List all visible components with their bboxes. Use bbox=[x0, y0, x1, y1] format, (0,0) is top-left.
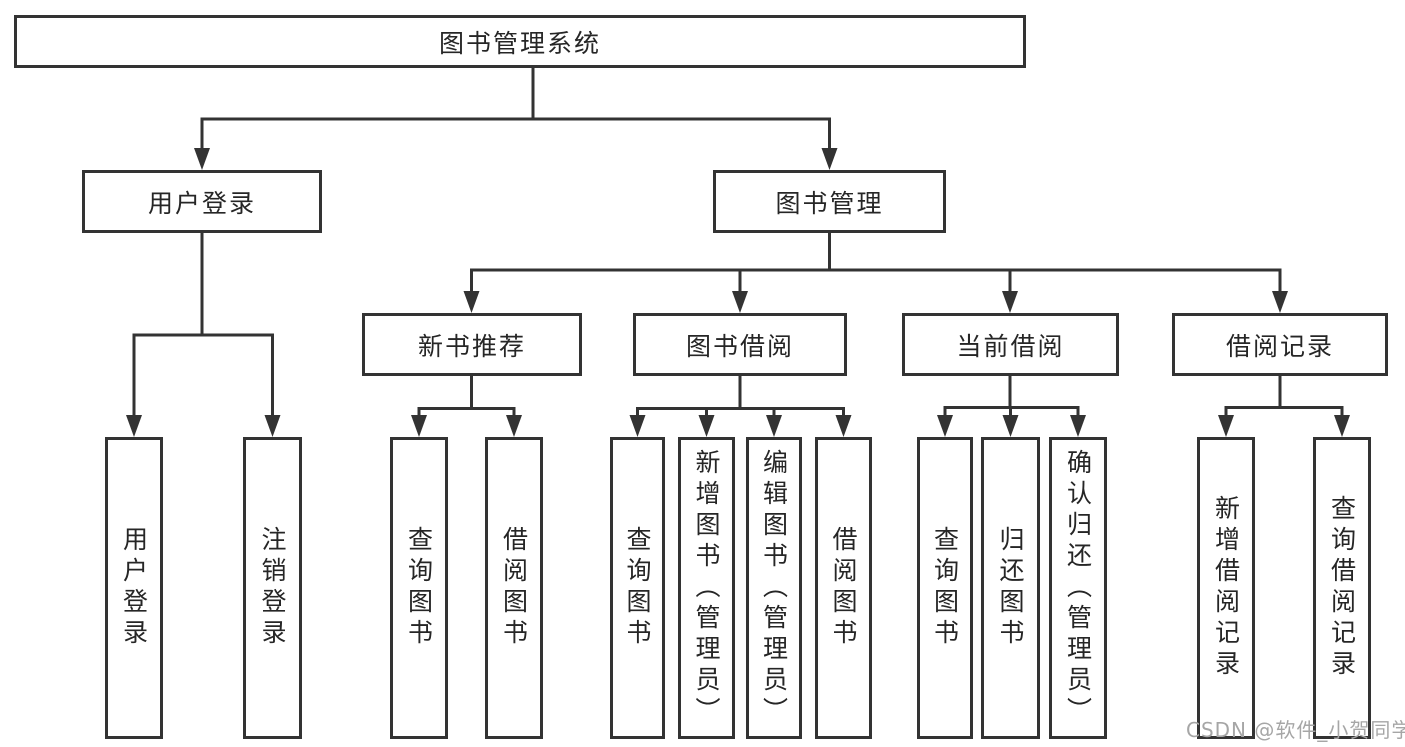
group-current-borrow: 当前借阅 bbox=[902, 313, 1119, 376]
arrow-icon bbox=[506, 415, 522, 437]
arrow-icon bbox=[264, 415, 281, 437]
arrow-icon bbox=[835, 415, 852, 437]
leaf-query-books-2: 查询图书 bbox=[610, 437, 665, 739]
group-new-book-recommend: 新书推荐 bbox=[362, 313, 582, 376]
group-borrow-records: 借阅记录 bbox=[1172, 313, 1388, 376]
connector-user-login bbox=[132, 233, 274, 421]
leaf-add-borrow-record: 新增借阅记录 bbox=[1197, 437, 1255, 739]
leaf-label: 归还图书 bbox=[996, 526, 1025, 650]
leaf-label: 查询借阅记录 bbox=[1327, 495, 1357, 681]
leaf-user-login: 用户登录 bbox=[105, 437, 163, 739]
arrow-icon bbox=[1002, 415, 1019, 437]
arrow-icon bbox=[732, 291, 748, 313]
arrow-icon bbox=[194, 148, 210, 170]
arrow-icon bbox=[937, 415, 953, 437]
leaf-confirm-return-admin: 确认归还（管理员） bbox=[1049, 437, 1107, 739]
group-label: 新书推荐 bbox=[417, 331, 526, 361]
arrow-icon bbox=[1070, 415, 1086, 437]
leaf-borrow-books-2: 借阅图书 bbox=[815, 437, 872, 739]
leaf-label: 新增图书（管理员） bbox=[692, 448, 721, 728]
arrow-icon bbox=[1334, 415, 1350, 437]
connector-current-borrow bbox=[943, 376, 1080, 421]
arrow-icon bbox=[463, 291, 480, 313]
leaf-label: 查询图书 bbox=[404, 526, 434, 650]
leaf-label: 注销登录 bbox=[258, 526, 287, 650]
connector-root bbox=[200, 68, 831, 153]
leaf-label: 借阅图书 bbox=[829, 526, 858, 650]
leaf-edit-book-admin: 编辑图书（管理员） bbox=[746, 437, 802, 739]
leaf-label: 确认归还（管理员） bbox=[1063, 448, 1093, 728]
connector-new-book-rec bbox=[417, 376, 516, 421]
group-book-borrow: 图书借阅 bbox=[633, 313, 847, 376]
leaf-label: 查询图书 bbox=[623, 526, 652, 650]
arrow-icon bbox=[411, 415, 427, 437]
leaf-label: 新增借阅记录 bbox=[1211, 495, 1241, 681]
branch-label: 图书管理 bbox=[775, 188, 884, 218]
connector-book-borrow bbox=[636, 376, 845, 421]
arrow-icon bbox=[1002, 291, 1018, 313]
leaf-add-book-admin: 新增图书（管理员） bbox=[678, 437, 735, 739]
arrow-icon bbox=[821, 148, 838, 170]
connector-borrow-records bbox=[1224, 376, 1344, 421]
leaf-borrow-books-1: 借阅图书 bbox=[485, 437, 543, 739]
leaf-return-book: 归还图书 bbox=[981, 437, 1040, 739]
leaf-logout: 注销登录 bbox=[243, 437, 302, 739]
connector-book-mgmt bbox=[470, 233, 1282, 297]
leaf-query-books-3: 查询图书 bbox=[917, 437, 973, 739]
arrow-icon bbox=[1218, 415, 1234, 437]
arrow-icon bbox=[126, 415, 142, 437]
leaf-label: 借阅图书 bbox=[499, 526, 529, 650]
leaf-label: 查询图书 bbox=[930, 526, 960, 650]
arrow-icon bbox=[1272, 291, 1288, 313]
arrowheads bbox=[126, 148, 1350, 437]
branch-label: 用户登录 bbox=[147, 188, 256, 218]
group-label: 当前借阅 bbox=[956, 331, 1065, 361]
arrow-icon bbox=[766, 415, 782, 437]
leaf-label: 编辑图书（管理员） bbox=[759, 448, 789, 728]
group-label: 借阅记录 bbox=[1225, 331, 1334, 361]
elbow-connectors bbox=[132, 68, 1344, 421]
branch-user-login: 用户登录 bbox=[82, 170, 322, 233]
arrow-icon bbox=[698, 415, 715, 437]
branch-book-management: 图书管理 bbox=[713, 170, 946, 233]
csdn-watermark: CSDN @软件_小贺同学 bbox=[1186, 718, 1405, 742]
group-label: 图书借阅 bbox=[685, 331, 794, 361]
leaf-label: 用户登录 bbox=[119, 526, 149, 650]
leaf-query-borrow-record: 查询借阅记录 bbox=[1313, 437, 1371, 739]
root-label: 图书管理系统 bbox=[438, 28, 601, 58]
arrow-icon bbox=[629, 415, 646, 437]
root-node-system: 图书管理系统 bbox=[14, 15, 1026, 68]
leaf-query-books-1: 查询图书 bbox=[390, 437, 448, 739]
